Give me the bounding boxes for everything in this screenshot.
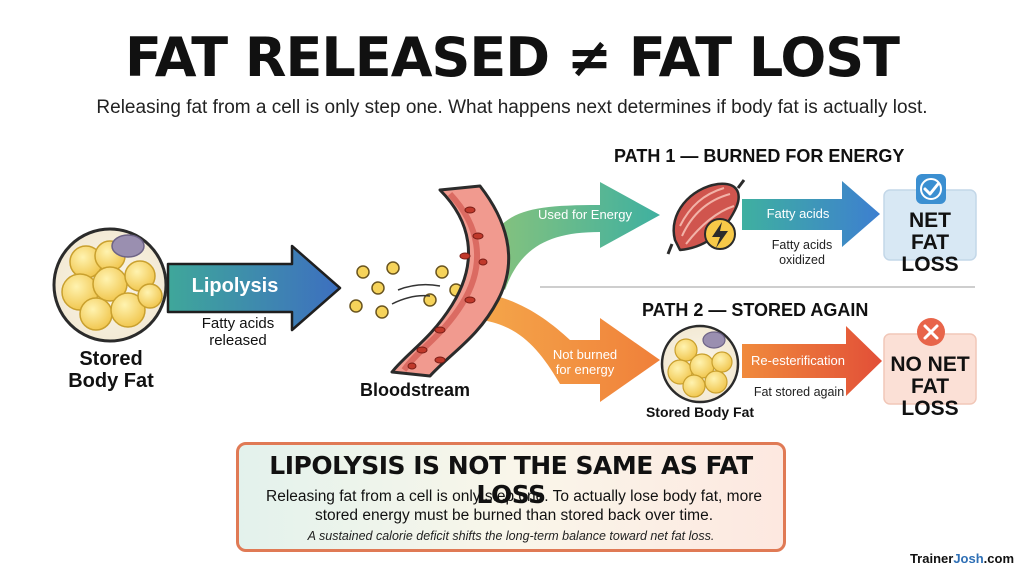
no-net-fat-loss-label: NO NET FAT LOSS — [890, 353, 970, 420]
summary-note: A sustained calorie deficit shifts the l… — [307, 529, 715, 543]
path1-title: PATH 1 — BURNED FOR ENERGY — [614, 146, 905, 166]
path1-arrow-label: Fatty acids — [766, 206, 830, 221]
path2-cell-label: Stored Body Fat — [645, 404, 755, 420]
check-icon — [916, 174, 946, 204]
not-burned-arrow — [480, 292, 660, 402]
stored-fat-cell — [52, 227, 168, 343]
net-fat-loss-label: NET FAT LOSS — [901, 209, 959, 276]
brand-logo: TrainerJosh.com — [909, 551, 1014, 566]
lipolysis-arrow — [166, 244, 342, 332]
path2-caption: Fat stored again — [753, 385, 845, 399]
path1-caption: Fatty acids oxidized — [771, 238, 833, 267]
muscle-icon — [666, 179, 746, 255]
page-subtitle: Releasing fat from a cell is only step o… — [96, 97, 928, 118]
path2-title: PATH 2 — STORED AGAIN — [642, 300, 869, 320]
path2-arrow-label: Re-esterification — [751, 353, 845, 368]
reesterification-arrow — [742, 326, 882, 396]
summary-box: LIPOLYSIS IS NOT THE SAME AS FAT LOSS Re… — [236, 442, 786, 552]
nucleus — [111, 234, 145, 258]
lipolysis-label: Lipolysis — [191, 275, 279, 297]
page-title: FAT RELEASED ≠ FAT LOST — [125, 26, 900, 89]
bloodstream-label: Bloodstream — [359, 380, 471, 400]
used-for-energy-arrow — [480, 182, 660, 290]
summary-title: LIPOLYSIS IS NOT THE SAME AS FAT LOSS — [269, 451, 753, 509]
fat-cell-icon — [660, 324, 740, 404]
lightning-icon — [704, 218, 736, 250]
bloodstream-vessel — [390, 184, 511, 378]
not-burned-label: Not burned for energy — [552, 347, 618, 377]
summary-body: Releasing fat from a cell is only step o… — [266, 488, 762, 524]
used-for-energy-label: Used for Energy — [538, 207, 632, 222]
fatty-acid-dots — [349, 261, 465, 325]
lipolysis-caption: Fatty acids released — [201, 315, 275, 349]
stored-fat-label: Stored Body Fat — [68, 348, 154, 392]
path1-fatty-acids-arrow — [742, 181, 880, 247]
cross-icon — [917, 318, 945, 346]
